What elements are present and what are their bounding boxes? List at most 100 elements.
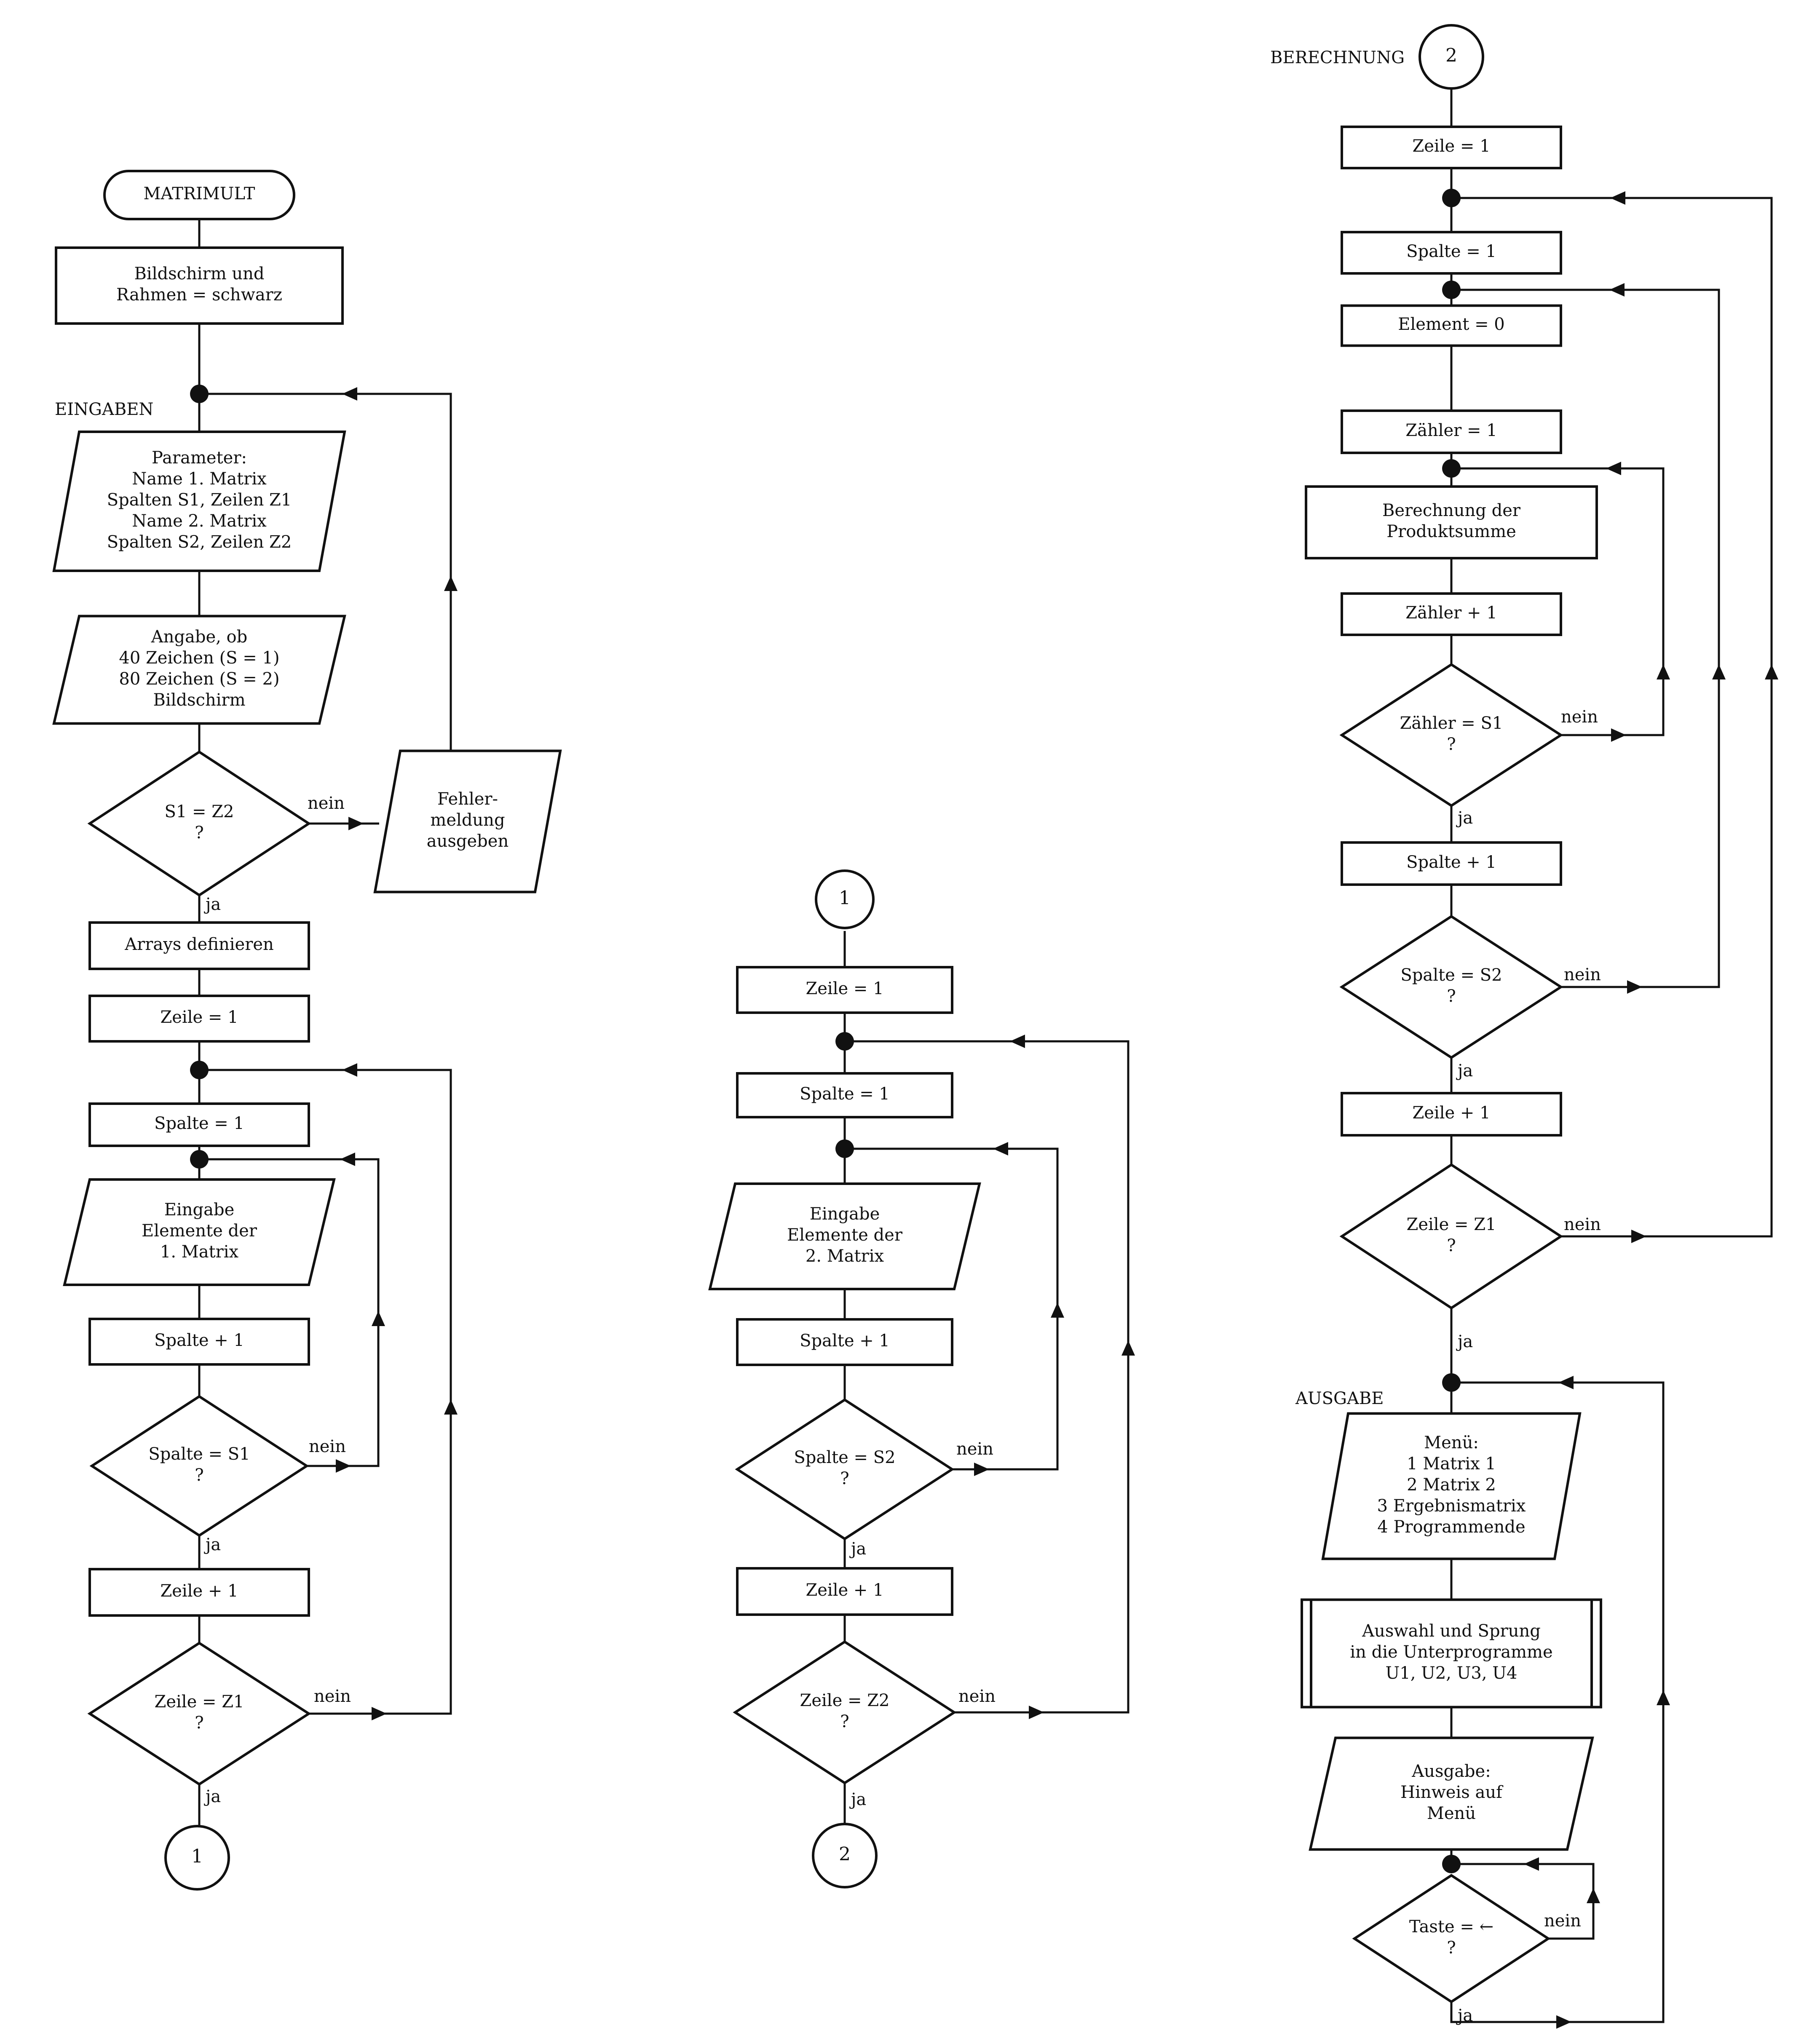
select-subprogram: [1301, 1598, 1602, 1709]
cnt-init-box: [1341, 409, 1562, 454]
m-col-inc-box-text: Spalte + 1: [800, 1331, 890, 1351]
arrow-head-21: [1609, 283, 1625, 297]
section-eingaben: EINGABEN: [55, 400, 153, 419]
cnt-test-diamond: [1339, 663, 1563, 808]
arrow-head-29: [1558, 1376, 1574, 1389]
menu-output-text-line-3: 2 Matrix 2: [1407, 1475, 1496, 1495]
label-nein-m-col: nein: [956, 1439, 993, 1459]
param-input-text-line-5: Spalten S2, Zeilen Z2: [107, 532, 292, 552]
screen-input-text-line-3: 80 Zeichen (S = 2): [119, 669, 279, 689]
label-nein-r-row: nein: [1564, 1215, 1601, 1234]
screen-input-text-line-2: 40 Zeichen (S = 1): [119, 648, 279, 668]
r-join-dot-key: [1442, 1855, 1461, 1873]
menu-output-text-line-5: 4 Programmende: [1377, 1517, 1525, 1537]
hint-output: [1309, 1736, 1594, 1851]
arrow-head-12: [993, 1142, 1008, 1155]
m-row-test-diamond-text-line-1: Zeile = Z2: [800, 1691, 890, 1710]
join-dot-row: [190, 1061, 209, 1079]
select-subprogram-text-line-2: in die Unterprogramme: [1350, 1642, 1552, 1662]
screen-input-text-line-4: Bildschirm: [153, 690, 245, 710]
r-row-init-box-text: Zeile = 1: [1412, 136, 1490, 156]
error-output-text-line-3: ausgeben: [427, 832, 509, 851]
arrow-head-23: [1765, 664, 1778, 679]
calc-box-text-line-1: Berechnung der: [1382, 501, 1521, 520]
m-row-test-diamond-text-line-2: ?: [840, 1712, 849, 1731]
label-nein-col: nein: [309, 1437, 346, 1456]
m-col-init-box: [736, 1072, 953, 1118]
label-ja-key: ja: [1456, 2006, 1473, 2025]
start-terminal-text: MATRIMULT: [144, 184, 255, 203]
m-row-test-diamond: [733, 1640, 957, 1785]
key-test-diamond: [1352, 1874, 1551, 2003]
calc-box: [1305, 485, 1598, 559]
select-subprogram-text-line-1: Auswahl und Sprung: [1362, 1621, 1541, 1641]
elem-init-box: [1341, 304, 1562, 347]
m-col-test-diamond-text-line-2: ?: [840, 1469, 849, 1488]
param-input-text-line-4: Name 2. Matrix: [132, 511, 267, 531]
r-row-inc-box: [1341, 1092, 1562, 1137]
connector-line-7: [199, 1069, 452, 1715]
arrow-head-6: [340, 1153, 355, 1166]
arrow-head-20: [1712, 664, 1726, 679]
arrow-head-26: [1524, 1857, 1539, 1871]
menu-output-text-line-4: 3 Ergebnismatrix: [1377, 1496, 1526, 1516]
key-test-diamond-text-line-1: Taste = ←: [1409, 1917, 1493, 1936]
error-output-text-line-2: meldung: [430, 810, 505, 830]
cnt-inc-box: [1341, 592, 1562, 636]
check-s1-z2: [87, 750, 311, 897]
label-ja-r-row: ja: [1456, 1332, 1473, 1351]
arrow-head-25: [1587, 1888, 1600, 1903]
error-output: [373, 749, 562, 893]
hint-output-text-line-3: Menü: [1427, 1804, 1476, 1823]
param-input-text-line-2: Name 1. Matrix: [132, 469, 267, 489]
menu-output-text-line-1: Menü:: [1424, 1433, 1479, 1452]
check-s1-z2-text-line-2: ?: [195, 823, 203, 842]
row-test-diamond-text-line-1: Zeile = Z1: [155, 1692, 244, 1712]
arrow-head-10: [974, 1463, 989, 1476]
hint-output-text-line-2: Hinweis auf: [1400, 1783, 1504, 1802]
arrow-head-14: [1121, 1340, 1135, 1356]
arrow-head-18: [1606, 462, 1621, 475]
key-test-diamond-text-line-2: ?: [1447, 1938, 1456, 1958]
row-inc-box-text: Zeile + 1: [160, 1581, 238, 1601]
input-matrix2-text-line-1: Eingabe: [810, 1204, 880, 1224]
arrays-box: [88, 921, 310, 970]
label-ja-m-row: ja: [849, 1790, 866, 1809]
init-screen-box: [55, 246, 344, 325]
r-join-dot-cnt: [1442, 459, 1461, 478]
cnt-inc-box-text: Zähler + 1: [1405, 603, 1497, 623]
row-init-box: [88, 995, 310, 1043]
arrow-head-4: [336, 1459, 351, 1473]
r-join-dot-col: [1442, 281, 1461, 299]
row-init-box-text: Zeile = 1: [160, 1008, 238, 1027]
cnt-init-box-text: Zähler = 1: [1405, 421, 1497, 440]
arrow-head-3: [342, 387, 357, 401]
arrow-head-8: [444, 1399, 458, 1415]
label-ja-m-col: ja: [849, 1539, 866, 1559]
label-ja-col: ja: [204, 1535, 221, 1554]
r-col-init-box: [1341, 231, 1562, 275]
col-init-box-text: Spalte = 1: [154, 1114, 244, 1133]
screen-input: [52, 615, 346, 725]
init-screen-box-text-line-2: Rahmen = schwarz: [116, 285, 282, 305]
m-col-init-box-text: Spalte = 1: [800, 1084, 890, 1104]
hint-output-text-line-1: Ausgabe:: [1411, 1762, 1491, 1781]
m-row-init-box-text: Zeile = 1: [806, 979, 883, 998]
arrow-head-2: [444, 576, 458, 591]
row-test-diamond: [87, 1641, 311, 1786]
r-row-test-diamond: [1339, 1163, 1563, 1310]
arrow-head-17: [1657, 664, 1670, 679]
arrow-head-7: [372, 1707, 387, 1720]
m-col-inc-box: [736, 1318, 953, 1366]
arrow-head-19: [1627, 980, 1642, 994]
label-nein-r-col: nein: [1564, 965, 1601, 984]
elem-init-box-text: Element = 0: [1398, 315, 1505, 334]
connector-in-2: [1419, 24, 1484, 90]
r-join-dot-row: [1442, 189, 1461, 207]
col-inc-box: [88, 1318, 310, 1366]
select-subprogram-text-line-3: U1, U2, U3, U4: [1386, 1664, 1518, 1683]
arrow-head-16: [1611, 728, 1626, 742]
label-nein-key: nein: [1544, 1911, 1581, 1931]
r-join-dot-menu: [1442, 1373, 1461, 1392]
arrow-head-22: [1631, 1230, 1646, 1243]
